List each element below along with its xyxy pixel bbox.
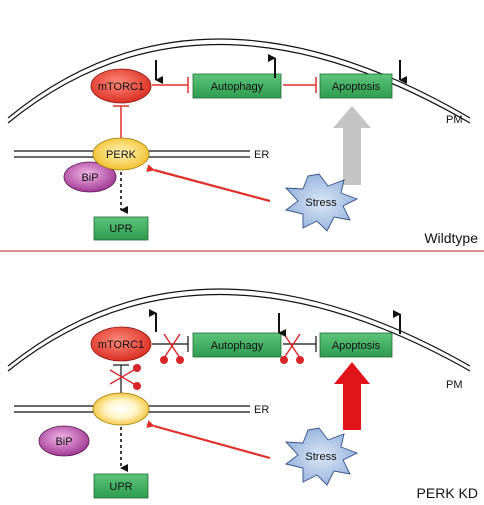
apoptosis-label: Apoptosis [332,340,381,352]
stress-to-perk-arrow [146,420,271,460]
perk-node [92,392,150,426]
stress-label: Stress [305,451,337,463]
bip-label: BiP [81,172,98,184]
plasma-membrane-inner [7,44,471,124]
mtorc1-node [90,326,152,362]
perk-label: PERK [106,149,137,161]
bip-label: BiP [55,436,72,448]
scissors-icon [109,364,141,390]
autophagy-label: Autophagy [211,340,264,352]
er-label: ER [254,149,269,161]
upr-label: UPR [109,223,132,235]
stress-starburst [284,173,359,232]
mtorc1-label: mTORC1 [98,339,144,351]
stress-starburst [284,427,359,486]
upr-label: UPR [109,481,132,493]
autophagy-label: Autophagy [211,81,264,93]
autophagy-box [192,73,282,99]
apoptosis-label: Apoptosis [332,81,381,93]
panel-label-perk-kd: PERK KD [417,485,478,501]
mtorc1-label: mTORC1 [98,81,144,93]
bip-node [63,161,117,193]
apoptosis-box [319,332,393,358]
perk-node [92,137,150,171]
plasma-membrane [7,288,471,367]
scissors-icon [280,333,304,364]
stress-to-apoptosis-arrow [333,106,371,185]
autophagy-box [192,332,282,358]
stress-label: Stress [305,197,337,209]
plasma-membrane [7,38,471,119]
upr-box [93,216,149,241]
panel-wildtype: PM ER mTORC1 Autophagy Apoptosis BiP [7,38,478,246]
upr-box [93,473,149,499]
scissors-icon [160,333,184,364]
apoptosis-box [319,73,393,99]
mtorc1-node [90,68,152,104]
bip-node [38,425,90,457]
stress-to-perk-arrow [146,164,271,203]
er-label: ER [254,404,269,416]
plasma-membrane-inner [7,294,471,372]
stress-to-apoptosis-arrow [334,362,370,430]
panel-label-wildtype: Wildtype [424,230,478,246]
pm-label: PM [446,379,463,391]
pm-label: PM [446,114,463,126]
panel-perk-kd: PM ER [7,288,478,501]
